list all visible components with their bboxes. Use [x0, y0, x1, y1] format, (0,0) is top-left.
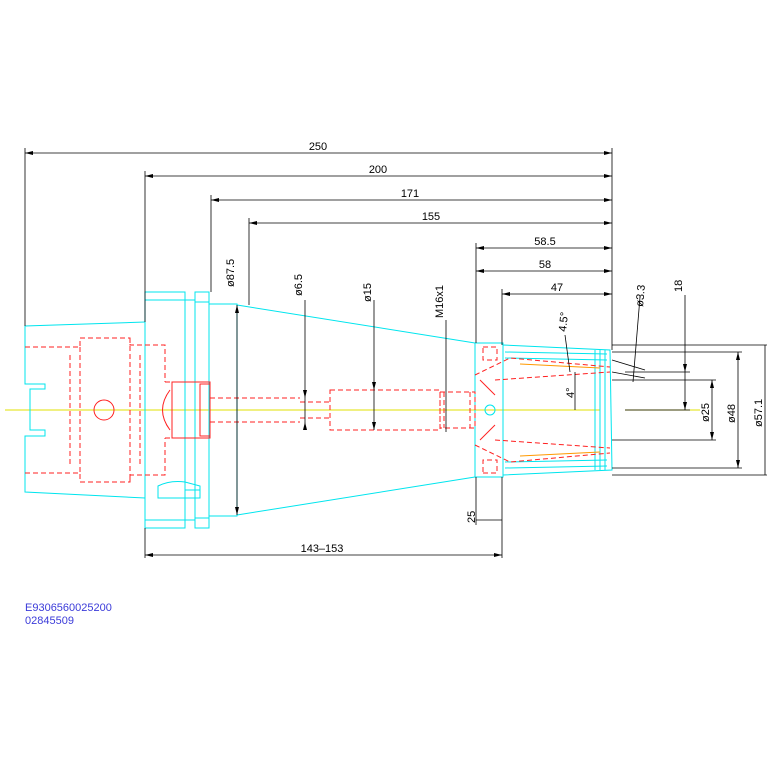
dim-57-1: ø57.1: [753, 399, 765, 427]
dim-48: ø48: [726, 404, 738, 423]
dim-200: 200: [369, 164, 387, 176]
dim-25-dia: ø25: [700, 403, 712, 422]
dim-4-5-deg: 4.5°: [557, 311, 571, 332]
part-code-secondary: 02845509: [25, 615, 74, 627]
dim-m16x1: M16x1: [434, 285, 446, 318]
part-code-primary: E9306560025200: [25, 602, 112, 614]
dimension-arrows: [25, 151, 740, 557]
dim-4-deg: 4°: [565, 387, 577, 398]
dim-3-3: ø3.3: [634, 284, 648, 307]
part-codes: E9306560025200 02845509: [25, 602, 112, 628]
dim-155: 155: [422, 211, 440, 223]
dim-58-5: 58.5: [534, 236, 555, 248]
dim-87-5: ø87.5: [225, 259, 237, 287]
dim-6-5: ø6.5: [293, 274, 305, 296]
hidden-geometry: [25, 337, 611, 483]
collet-lines: [519, 363, 601, 457]
dim-143-153: 143–153: [301, 543, 344, 555]
dim-15: ø15: [362, 283, 374, 302]
collet-accents: [93, 379, 496, 441]
dim-18: 18: [673, 280, 685, 292]
dim-25-length: 25: [466, 511, 478, 523]
dim-47: 47: [551, 282, 563, 294]
dim-250: 250: [309, 141, 327, 153]
dim-58: 58: [539, 259, 551, 271]
dimension-lines: [24, 148, 767, 558]
dim-171: 171: [401, 188, 419, 200]
